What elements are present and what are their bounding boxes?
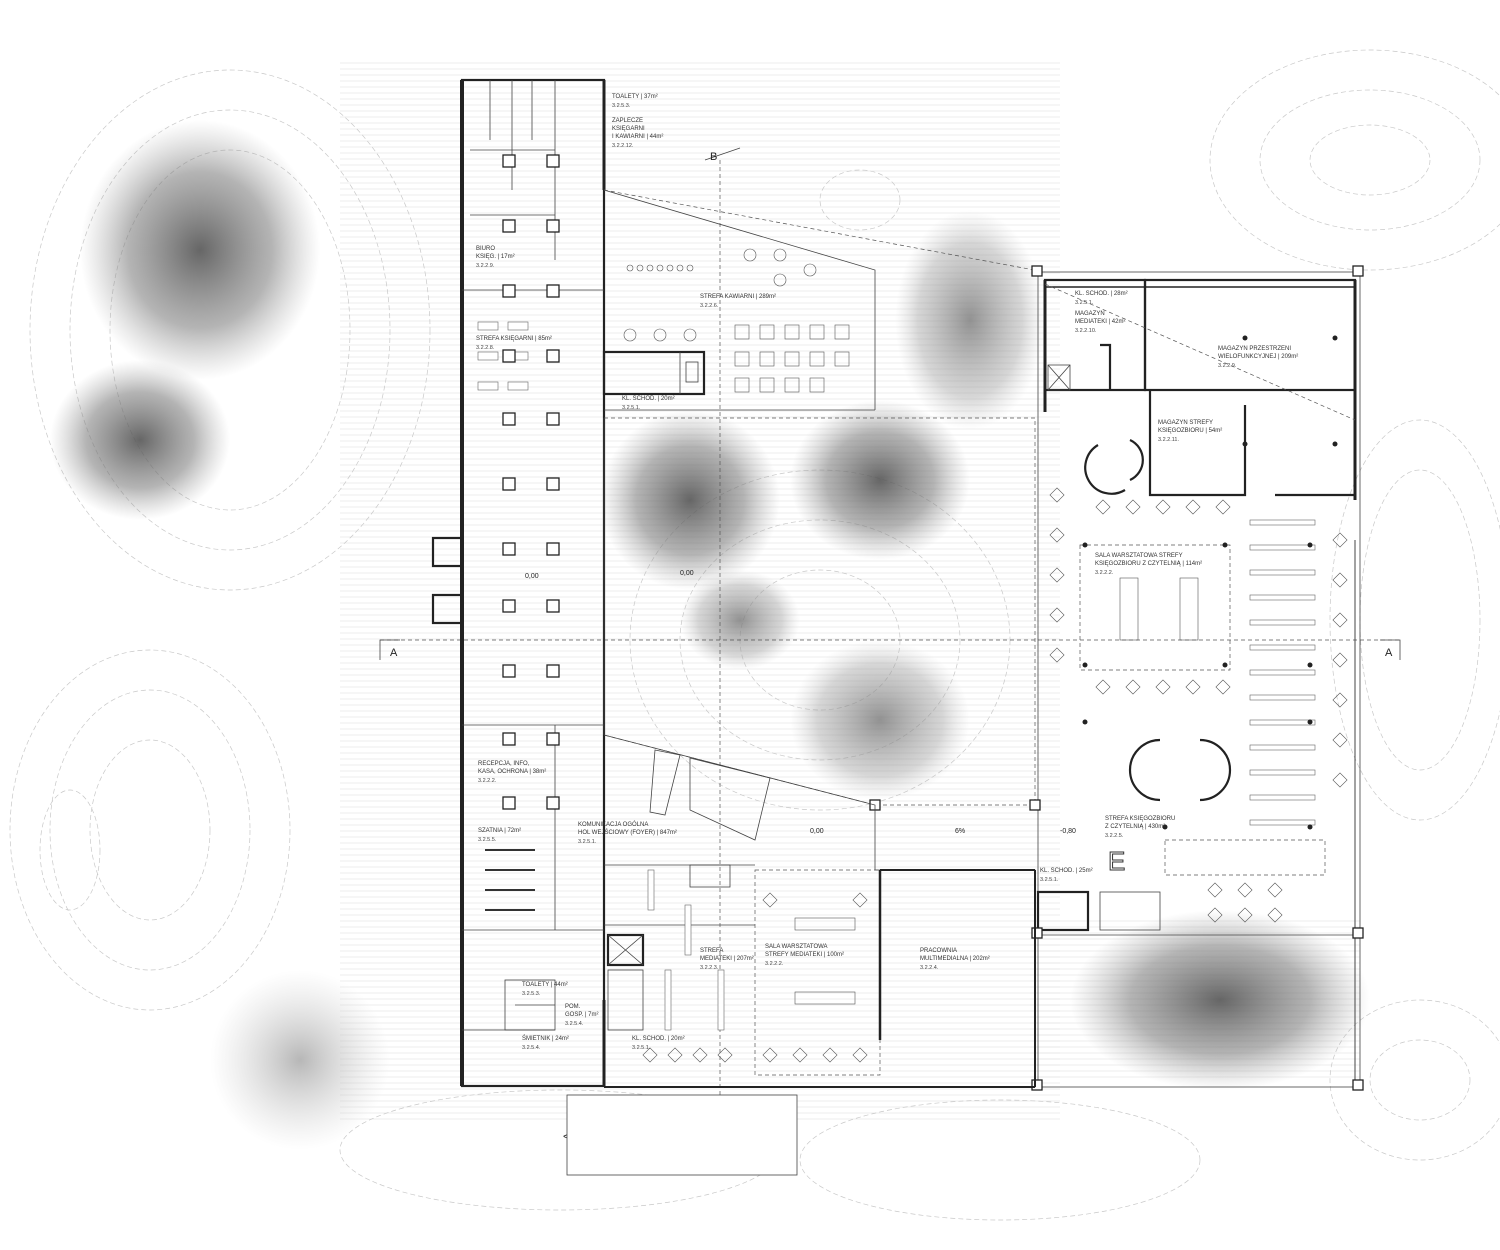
library-stacks [1249, 519, 1316, 826]
level-foyer: 0,00 [810, 828, 824, 835]
label-workshop-books: SALA WARSZTATOWA STREFY [1095, 553, 1183, 559]
svg-text:3.2.5.1.: 3.2.5.1. [622, 405, 641, 411]
tree-northeast [895, 210, 1045, 430]
level-courtyard-left: 0,00 [525, 573, 539, 580]
svg-text:3.2.2.8.: 3.2.2.8. [476, 345, 495, 351]
svg-text:KSIĘGARNI: KSIĘGARNI [612, 126, 645, 132]
tree-west-lower [50, 360, 230, 520]
svg-text:3.2.2.9.: 3.2.2.9. [476, 263, 495, 269]
label-wardrobe: SZATNIA | 72m² [478, 828, 521, 834]
svg-text:3.2.5.4.: 3.2.5.4. [522, 1045, 541, 1051]
label-cafe-back: ZAPLECZE [612, 118, 643, 124]
level-library: -0,80 [1060, 828, 1076, 835]
label-multi-storage: MAGAZYN PRZESTRZENI [1218, 346, 1291, 352]
svg-text:3.2.2.6.: 3.2.2.6. [700, 303, 719, 309]
tree-west-large [80, 120, 320, 380]
svg-text:3.2.2.12.: 3.2.2.12. [612, 143, 634, 149]
svg-text:3.2.5.3.: 3.2.5.3. [612, 103, 631, 109]
level-courtyard-center: 0,00 [680, 570, 694, 577]
label-book-storage: MAGAZYN STREFY [1158, 420, 1213, 426]
svg-text:KSIĘGOZBIORU Z CZYTELNIĄ | 114: KSIĘGOZBIORU Z CZYTELNIĄ | 114m² [1095, 561, 1202, 567]
label-trash: ŚMIETNIK | 24m² [522, 1034, 569, 1042]
svg-text:WIELOFUNKCYJNEJ | 209m²: WIELOFUNKCYJNEJ | 209m² [1218, 354, 1298, 360]
tree-courtyard-2 [790, 400, 970, 560]
label-stair-mag: KL. SCHOD. | 28m² [1075, 291, 1128, 297]
label-foyer: KOMUNIKACJA OGÓLNA [578, 821, 648, 828]
svg-text:GOSP. | 7m²: GOSP. | 7m² [565, 1012, 598, 1018]
label-stair-media: KL. SCHOD. | 20m² [632, 1036, 685, 1042]
cafe-wedge [602, 189, 1046, 411]
svg-text:3.2.2.4.: 3.2.2.4. [920, 965, 939, 971]
svg-text:KSIĘG. | 17m²: KSIĘG. | 17m² [476, 254, 515, 260]
room-labels: TOALETY | 37m² 3.2.5.3. ZAPLECZE KSIĘGAR… [476, 94, 1298, 1051]
svg-text:3.2.5.1.: 3.2.5.1. [1075, 300, 1094, 306]
label-multimedia: PRACOWNIA [920, 948, 957, 954]
svg-text:3.2.5.1.: 3.2.5.1. [632, 1045, 651, 1051]
svg-text:KASA, OCHRONA | 38m²: KASA, OCHRONA | 38m² [478, 769, 546, 775]
svg-text:3.2.2.2.: 3.2.2.2. [1095, 570, 1114, 576]
tree-southeast [1070, 910, 1370, 1090]
svg-text:3.2.2.10.: 3.2.2.10. [1075, 328, 1097, 334]
label-workshop-media: SALA WARSZTATOWA [765, 944, 828, 950]
cafe-chairs [623, 248, 850, 393]
tree-southwest-light [210, 970, 390, 1150]
tree-courtyard-4 [680, 570, 800, 670]
label-toilets-top: TOALETY | 37m² [612, 94, 658, 100]
label-bookshop: STREFA KSIĘGARNI | 85m² [476, 336, 552, 342]
level-markers: 0,00 0,00 0,00 6% -0,80 [525, 570, 1076, 835]
svg-text:3.2.2.3.: 3.2.2.3. [700, 965, 719, 971]
trees [50, 120, 1370, 1150]
svg-text:3.2.2.9.: 3.2.2.9. [1218, 363, 1237, 369]
section-mark-a-left: A [390, 647, 398, 659]
label-stair-cafe: KL. SCHOD. | 20m² [622, 396, 675, 402]
svg-text:3.2.2.2.: 3.2.2.2. [478, 778, 497, 784]
south-block [603, 734, 1036, 1088]
label-media-storage: MAGAZYN [1075, 311, 1105, 317]
svg-text:KSIĘGOZBIORU | 54m²: KSIĘGOZBIORU | 54m² [1158, 428, 1222, 434]
section-mark-b-top: B [710, 151, 717, 163]
svg-text:MULTIMEDIALNA | 202m²: MULTIMEDIALNA | 202m² [920, 956, 990, 962]
section-mark-a-right: A [1385, 647, 1393, 659]
svg-text:E: E [1108, 846, 1125, 876]
svg-text:3.2.2.2.: 3.2.2.2. [765, 961, 784, 967]
svg-text:MEDIATEKI | 42m²: MEDIATEKI | 42m² [1075, 319, 1125, 325]
svg-text:3.2.2.11.: 3.2.2.11. [1158, 437, 1179, 443]
label-mediateka: STREFA [700, 948, 723, 954]
svg-text:3.2.5.1.: 3.2.5.1. [1040, 877, 1059, 883]
svg-text:3.2.5.5.: 3.2.5.5. [478, 837, 497, 843]
svg-text:HOL WEJŚCIOWY (FOYER) | 847m²: HOL WEJŚCIOWY (FOYER) | 847m² [578, 828, 677, 836]
svg-text:STREFY MEDIATEKI | 100m²: STREFY MEDIATEKI | 100m² [765, 952, 844, 958]
svg-text:MEDIATEKI | 207m²: MEDIATEKI | 207m² [700, 956, 754, 962]
label-library-zone: STREFA KSIĘGOZBIORU [1105, 816, 1175, 822]
svg-text:<: < [563, 1131, 569, 1143]
label-stair-lib: KL. SCHOD. | 25m² [1040, 868, 1093, 874]
level-ramp: 6% [955, 828, 965, 835]
label-reception: RECEPCJA, INFO, [478, 761, 530, 767]
tree-courtyard-3 [790, 640, 970, 800]
label-cleaning: POM. [565, 1004, 581, 1010]
svg-text:I KAWIARNI | 44m²: I KAWIARNI | 44m² [612, 134, 663, 140]
svg-text:Z CZYTELNIĄ | 430m²: Z CZYTELNIĄ | 430m² [1105, 824, 1165, 830]
east-block: E [1035, 271, 1361, 1088]
label-office: BIURO [476, 246, 495, 252]
svg-text:3.2.5.1.: 3.2.5.1. [578, 839, 597, 845]
svg-text:3.2.5.3.: 3.2.5.3. [522, 991, 541, 997]
columns-west [502, 154, 560, 810]
svg-text:3.2.5.4.: 3.2.5.4. [565, 1021, 584, 1027]
entrance-path [566, 1094, 798, 1176]
tree-courtyard-1 [600, 410, 780, 590]
library-seats [1049, 487, 1348, 923]
label-cafe: STREFA KAWIARNI | 289m² [700, 294, 776, 300]
label-toilets-bottom: TOALETY | 44m² [522, 982, 568, 988]
svg-text:3.2.2.5.: 3.2.2.5. [1105, 833, 1124, 839]
